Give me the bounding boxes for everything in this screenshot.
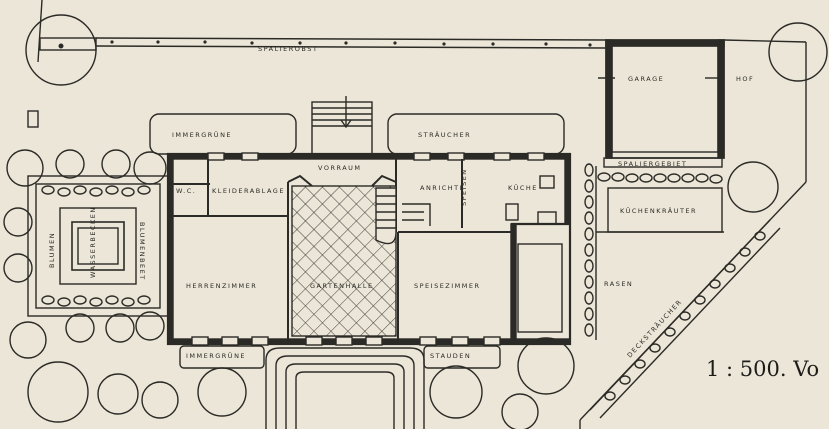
sunken-garden — [27, 175, 169, 317]
plan-labels: SPALIEROBST GARAGE HOF IMMERGRÜNE STRÄUC… — [48, 45, 754, 360]
label-herrenzimmer: HERRENZIMMER — [186, 282, 257, 290]
staircase — [375, 187, 431, 245]
label-kleiderablage: KLEIDERABLAGE — [212, 187, 285, 195]
kitchen-sink — [539, 175, 555, 189]
label-speisen: SPEISEN — [460, 168, 468, 206]
tree-right-mid — [727, 161, 779, 213]
south-windows — [191, 336, 501, 346]
trees-bottom — [197, 337, 575, 429]
label-flower-bed-left: BLUMEN — [48, 232, 56, 268]
interior-walls — [173, 159, 511, 339]
label-lawn: RASEN — [604, 280, 633, 288]
herb-garden-stones — [597, 172, 723, 184]
espalier-fence — [95, 37, 607, 49]
label-flower-bed-right: BLUMENBEET — [138, 222, 146, 281]
lawn-border-right — [584, 163, 724, 340]
trees-left — [3, 149, 179, 423]
gate-post — [27, 110, 39, 128]
label-cover-shrubs: DECKSTRÄUCHER — [625, 297, 684, 359]
terrace-steps — [265, 347, 425, 429]
label-garage: GARAGE — [628, 75, 664, 83]
hedge-diagonal — [589, 219, 781, 419]
garage-building — [598, 39, 725, 159]
garden-stones-left — [41, 185, 151, 307]
label-hof: HOF — [736, 75, 754, 83]
label-speisezimmer: SPEISEZIMMER — [414, 282, 481, 290]
label-shrubs: STRÄUCHER — [418, 130, 471, 139]
pantry-box — [537, 211, 557, 225]
north-windows — [207, 152, 545, 161]
perennial-bed — [423, 345, 501, 369]
entrance-steps — [311, 96, 373, 155]
terrace-east — [517, 243, 563, 333]
kitchen-stove — [505, 203, 519, 221]
label-kueche: KÜCHE — [508, 183, 538, 192]
scale-caption: 1 : 500. Vo — [706, 357, 820, 381]
espalier-strip — [603, 157, 723, 168]
water-basin — [71, 221, 125, 271]
label-wc: W.C. — [176, 187, 196, 195]
label-vorraum: VORRAUM — [318, 164, 362, 172]
tree-top-right — [768, 22, 828, 82]
label-evergreens-bottom: IMMERGRÜNE — [186, 351, 246, 360]
label-gartenhalle: GARTENHALLE — [310, 282, 374, 290]
label-evergreens-top: IMMERGRÜNE — [172, 130, 232, 139]
label-kuechenkraeuter: KÜCHENKRÄUTER — [620, 206, 697, 215]
label-spaliergebiet: SPALIERGEBIET — [618, 160, 687, 168]
label-spalierobst: SPALIEROBST — [258, 45, 318, 53]
tree-top-left — [25, 0, 97, 86]
label-perennials: STAUDEN — [430, 352, 471, 360]
label-anrichte: ANRICHTE — [420, 184, 465, 192]
shrub-bed-top — [387, 113, 565, 155]
label-water-basin: WASSERBECKEN — [89, 206, 97, 278]
